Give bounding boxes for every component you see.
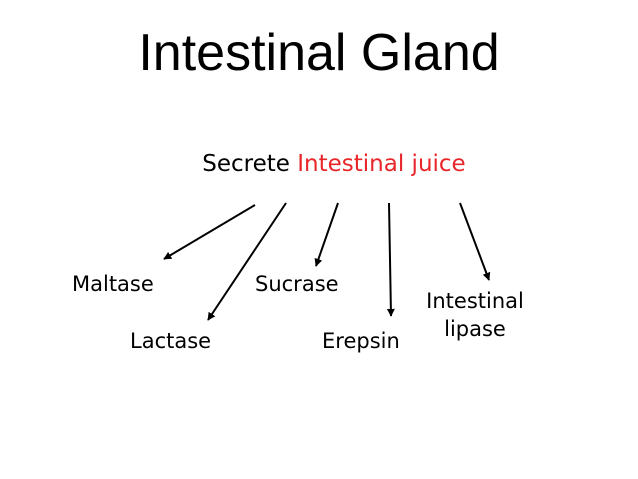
- label-sucrase: Sucrase: [255, 272, 339, 296]
- label-lipase-line2: lipase: [444, 317, 506, 342]
- arrow-maltase: [163, 204, 256, 260]
- subtitle: Secrete Intestinal juice: [0, 150, 638, 180]
- arrow-lipase: [459, 202, 491, 281]
- arrow-sucrase: [314, 202, 339, 267]
- label-lactase: Lactase: [130, 329, 212, 353]
- arrow-erepsin: [386, 202, 395, 317]
- arrow-lactase: [207, 202, 287, 321]
- label-lipase-line1: Intestinal: [426, 289, 524, 313]
- label-erepsin: Erepsin: [322, 329, 400, 353]
- label-intestinal-lipase: Intestinal lipase: [410, 287, 540, 344]
- subtitle-prefix: Secrete: [202, 151, 290, 177]
- subtitle-highlight: Intestinal juice: [297, 151, 466, 177]
- label-maltase: Maltase: [72, 272, 154, 296]
- page-title: Intestinal Gland: [138, 24, 500, 82]
